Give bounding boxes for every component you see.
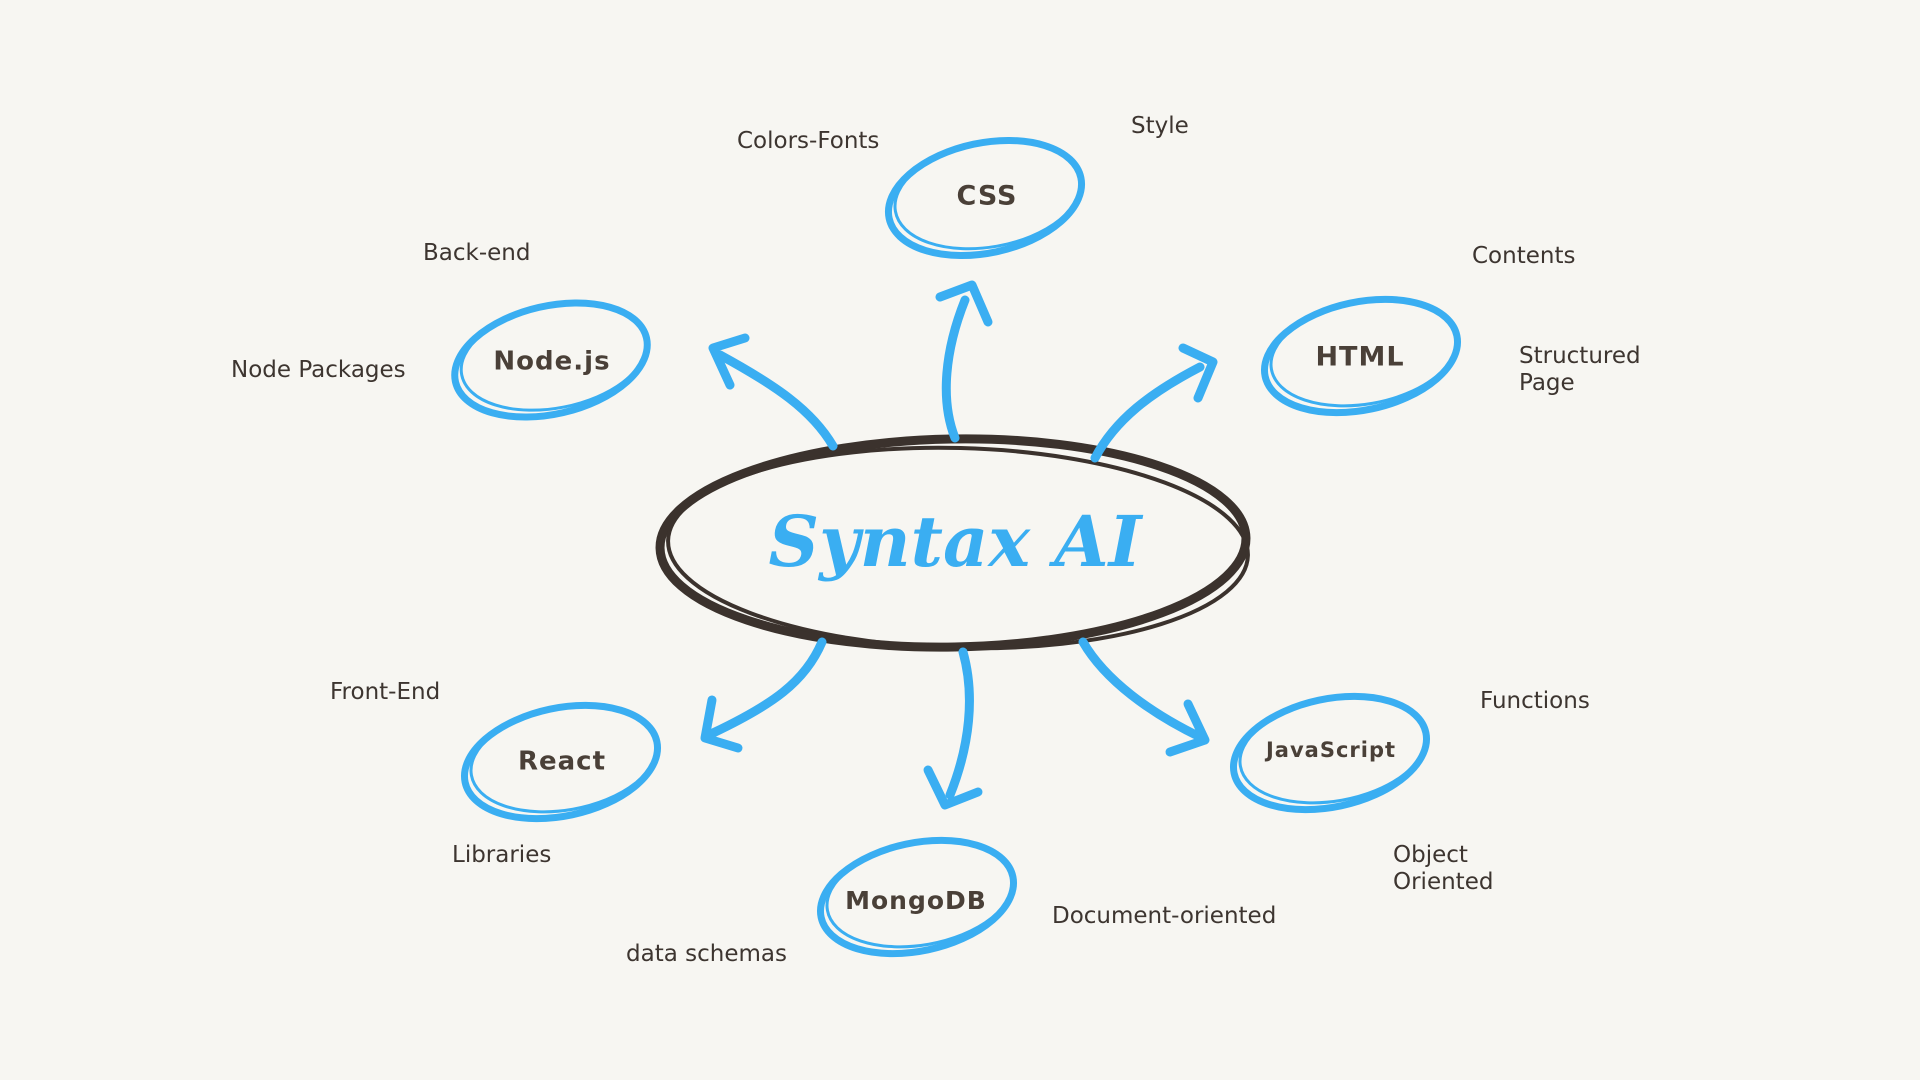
- arrow-react: [700, 637, 827, 753]
- note-nodejs-node-packages: Node Packages: [231, 357, 406, 383]
- note-mongodb-document-oriented: Document-oriented: [1052, 903, 1277, 929]
- node-javascript: JavaScript: [1229, 692, 1431, 814]
- note-html-structured-page: Structured Page: [1519, 343, 1641, 396]
- node-label-mongodb: MongoDB: [845, 886, 987, 915]
- node-mongodb: MongoDB: [816, 836, 1018, 958]
- note-javascript-functions: Functions: [1480, 688, 1590, 714]
- note-mongodb-data-schemas: data schemas: [626, 941, 787, 967]
- node-label-css: CSS: [957, 181, 1018, 212]
- note-nodejs-back-end: Back-end: [423, 240, 531, 266]
- arrow-css: [935, 280, 993, 443]
- note-react-libraries: Libraries: [452, 842, 552, 868]
- node-react: React: [460, 701, 662, 823]
- note-html-contents: Contents: [1472, 243, 1576, 269]
- node-label-nodejs: Node.js: [493, 347, 610, 377]
- node-nodejs: Node.js: [451, 299, 651, 421]
- note-react-front-end: Front-End: [330, 679, 441, 705]
- note-css-colors-fonts: Colors-Fonts: [737, 128, 880, 154]
- arrow-nodejs: [708, 333, 838, 451]
- note-css-style: Style: [1131, 113, 1189, 139]
- node-html: HTML: [1260, 295, 1462, 417]
- node-label-react: React: [518, 747, 606, 777]
- arrow-mongodb: [923, 647, 983, 810]
- node-css: CSS: [884, 136, 1086, 260]
- arrow-html: [1090, 343, 1218, 463]
- note-javascript-object-oriented: Object Oriented: [1393, 842, 1494, 895]
- node-label-javascript: JavaScript: [1264, 738, 1396, 762]
- node-label-html: HTML: [1315, 342, 1404, 373]
- arrow-javascript: [1078, 637, 1210, 757]
- center-node: Syntax AI: [655, 434, 1251, 652]
- center-label: Syntax AI: [769, 500, 1144, 583]
